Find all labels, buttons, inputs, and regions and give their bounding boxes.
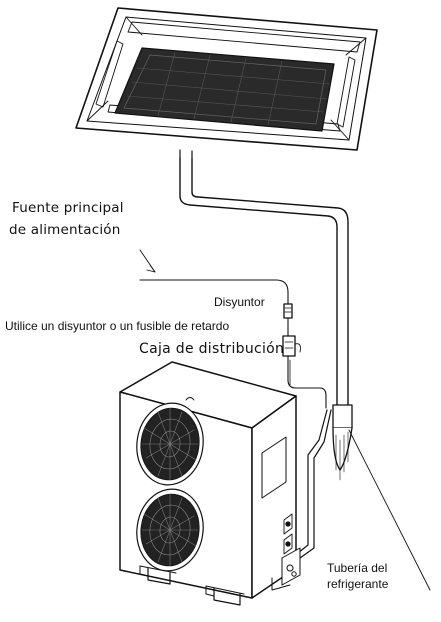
power-wiring	[139, 249, 327, 409]
label-junction-box: Caja de distribución	[139, 341, 285, 357]
label-breaker-note: Utilice un disyuntor o un fusible de ret…	[5, 319, 230, 333]
label-main-power-line2: de alimentación	[9, 222, 121, 238]
label-refrigerant-line2: refrigerante	[327, 577, 389, 591]
outdoor-unit	[119, 361, 301, 606]
label-main-power-line1: Fuente principal	[12, 200, 124, 216]
label-refrigerant-line1: Tubería del	[327, 561, 388, 575]
refrigerant-piping	[179, 149, 431, 591]
indoor-cassette-unit	[75, 7, 378, 151]
label-breaker: Disyuntor	[214, 295, 265, 309]
